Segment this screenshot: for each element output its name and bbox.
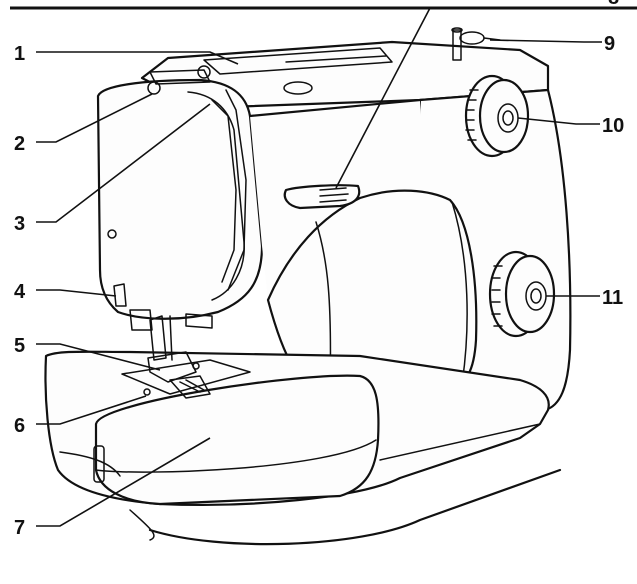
callout-3: 3 [14,213,25,235]
callout-2: 2 [14,133,25,155]
callout-6: 6 [14,415,25,437]
callout-labels: 1 2 3 4 5 6 7 8 9 10 11 [14,0,624,539]
sewing-machine-illustration [44,27,572,546]
callout-5: 5 [14,335,25,357]
callout-1: 1 [14,43,25,65]
callout-11: 11 [602,287,623,309]
pattern-selector-dial [488,250,556,338]
callout-8: 8 [608,0,619,9]
leader-lines [36,7,602,527]
callout-4: 4 [14,281,26,303]
hand-wheel [464,74,530,158]
callout-7: 7 [14,517,25,539]
callout-10: 10 [602,115,624,137]
callout-9: 9 [604,33,615,55]
